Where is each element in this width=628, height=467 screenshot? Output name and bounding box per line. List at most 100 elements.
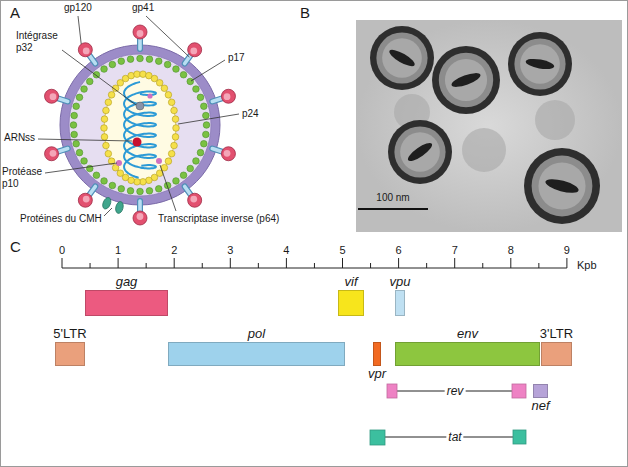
matrix-bead — [118, 186, 125, 193]
protein-label: Protéines du CMH — [20, 213, 102, 225]
capsid-bead — [168, 150, 175, 157]
protein-label: gp120 — [64, 2, 92, 14]
matrix-bead — [146, 56, 153, 63]
capsid-bead — [103, 142, 110, 149]
matrix-bead — [127, 188, 134, 195]
scale-number: 3 — [227, 244, 233, 257]
matrix-bead — [109, 182, 116, 189]
virus-particle — [400, 132, 440, 172]
capsid-bead — [156, 79, 163, 86]
capsid-bead — [168, 99, 175, 106]
matrix-bead — [76, 149, 83, 156]
ltr-name: 3'LTR — [540, 327, 573, 341]
scale-number: 9 — [564, 244, 570, 257]
gp120-cap — [50, 150, 57, 157]
matrix-bead — [197, 149, 204, 156]
protein-label: p17 — [228, 52, 245, 64]
leader-line — [146, 16, 189, 57]
capsid-bead — [172, 116, 179, 123]
matrix-bead — [93, 172, 100, 179]
electron-micrograph — [356, 20, 622, 232]
matrix-bead — [173, 66, 180, 73]
scale-label: 100 nm — [376, 192, 409, 204]
capsid-bead — [134, 179, 141, 186]
genome-map — [62, 258, 567, 445]
leader-line — [38, 139, 132, 141]
matrix-bead — [137, 55, 144, 62]
scale-number: 2 — [171, 244, 177, 257]
scale-tick — [174, 258, 175, 268]
protein-label: Intégrase p32 — [16, 30, 66, 54]
gp120-cap — [83, 48, 90, 55]
faint-particle — [535, 100, 575, 140]
integrase-dot — [136, 102, 144, 110]
ltr-name: 5'LTR — [53, 327, 86, 341]
matrix-bead — [86, 78, 93, 85]
virus-core — [544, 176, 580, 195]
matrix-bead — [180, 71, 187, 78]
matrix-bead — [173, 178, 180, 185]
mhc-protein — [101, 196, 112, 210]
gene-name: pol — [248, 327, 265, 341]
scale-tick — [230, 258, 231, 268]
matrix-bead — [203, 112, 210, 119]
gene-name: rev — [445, 384, 466, 398]
matrix-bead — [101, 66, 108, 73]
matrix-bead — [81, 158, 88, 165]
exon-box — [513, 430, 526, 444]
matrix-bead — [201, 103, 208, 110]
gene-name: nef — [531, 399, 549, 413]
gene-name: vpu — [390, 275, 411, 289]
virus-particle — [538, 162, 585, 209]
scale-number: 1 — [115, 244, 121, 257]
exon-box — [512, 384, 526, 398]
faint-particle — [462, 128, 506, 172]
virus-core — [406, 140, 435, 164]
virus-particle — [388, 120, 452, 184]
scale-number: 4 — [283, 244, 289, 257]
gp120-cap — [224, 150, 231, 157]
gp120-cap — [188, 43, 202, 57]
capsid-bead — [171, 107, 178, 114]
scale-tick — [482, 263, 483, 268]
virus-particle — [445, 59, 487, 101]
virus-particle — [439, 53, 493, 107]
gp120-cap — [190, 196, 197, 203]
ltr-box: 5'LTR — [55, 342, 85, 366]
gp120-cap — [45, 89, 59, 103]
matrix-bead — [155, 186, 162, 193]
gp120-cap — [221, 147, 235, 161]
virus-particle — [524, 148, 600, 224]
panel-letter: A — [10, 4, 20, 22]
protein-label: p24 — [242, 108, 259, 120]
exon-box — [387, 384, 397, 398]
gp120-cap — [188, 193, 202, 207]
leader-line — [78, 16, 81, 44]
gp120-cap — [133, 211, 147, 225]
scale-tick — [370, 263, 371, 268]
matrix-bead — [73, 140, 80, 147]
scale-tick — [426, 263, 427, 268]
capsid-bead — [171, 142, 178, 149]
gene-box: vpr — [373, 342, 381, 366]
matrix-bead — [203, 122, 210, 129]
gene-name: tat — [446, 430, 463, 444]
virus-core — [450, 70, 482, 89]
scale-bar — [358, 208, 428, 210]
scale-number: 0 — [59, 244, 65, 257]
scale-number: 7 — [452, 244, 458, 257]
gp120-cap — [190, 48, 197, 55]
matrix-bead — [180, 172, 187, 179]
virus-core — [525, 57, 555, 71]
capsid-bead — [173, 125, 180, 132]
panel-letter: B — [300, 4, 310, 22]
scale-tick — [566, 258, 567, 268]
capsid-bead — [103, 107, 110, 114]
protein-label: Protéase p10 — [2, 166, 52, 190]
scale-number: 5 — [339, 244, 345, 257]
exon-box — [370, 430, 385, 445]
capsid-bead — [161, 85, 168, 92]
